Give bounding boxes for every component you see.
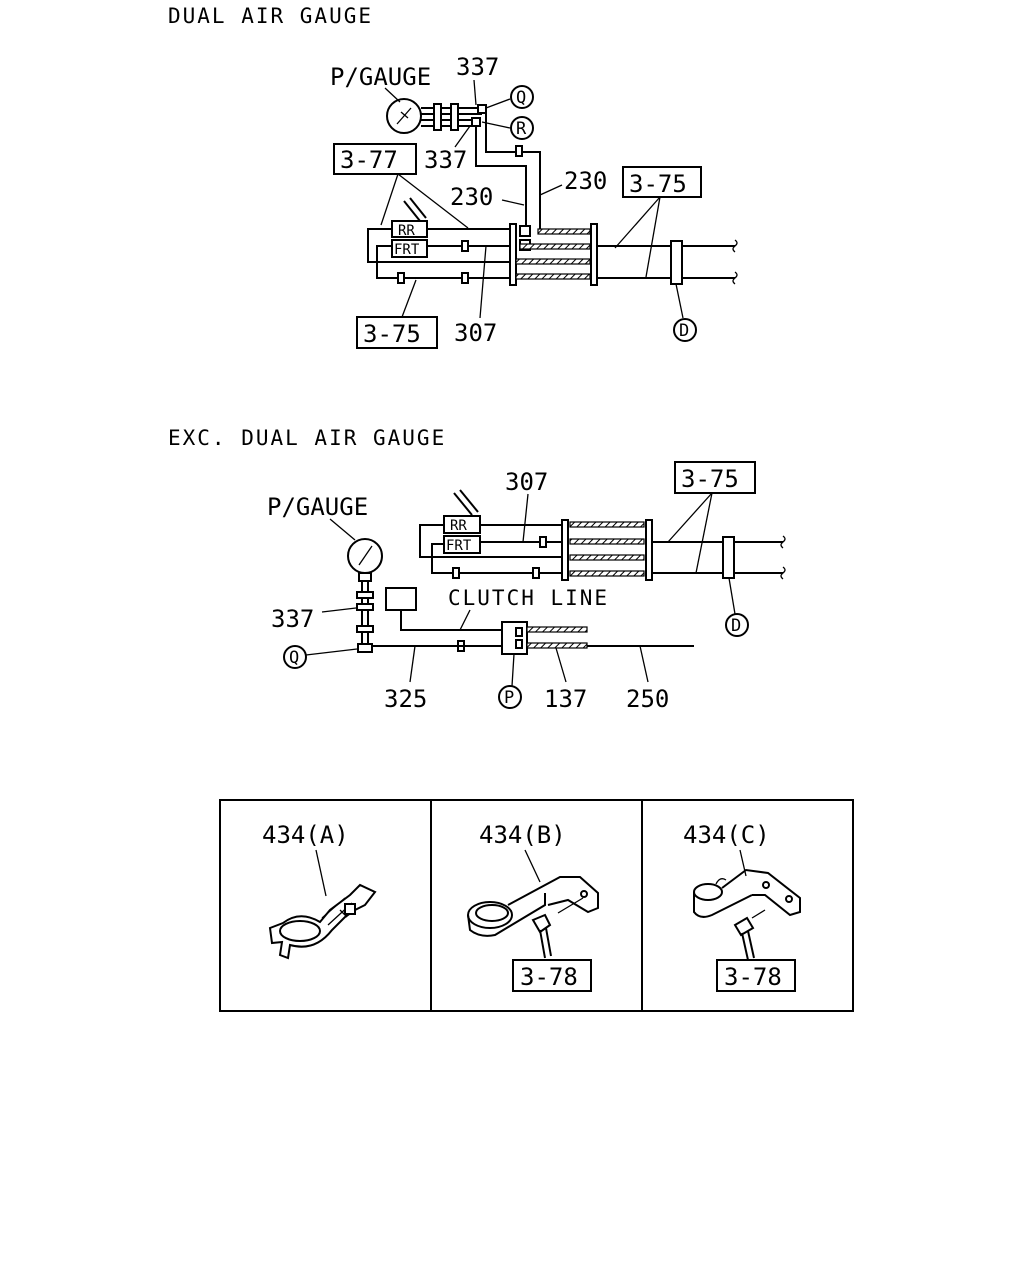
dual-tank-rr: RR — [391, 220, 428, 239]
exc-tank-frt: FRT — [443, 535, 481, 554]
exc-part-137: 137 — [544, 685, 587, 713]
exc-callout-d: D — [725, 613, 749, 637]
svg-text:RR: RR — [398, 223, 415, 239]
exc-tank-rr: RR — [443, 515, 481, 534]
svg-text:D: D — [731, 616, 741, 636]
dual-part-307: 307 — [454, 319, 497, 347]
svg-text:Q: Q — [516, 88, 526, 108]
dual-part-337-mid: 337 — [424, 146, 467, 174]
dual-callout-r: R — [481, 116, 534, 140]
dual-tank-frt: FRT — [391, 239, 428, 258]
clamp-b-ref-3-78: 3-78 — [512, 959, 592, 992]
svg-text:RR: RR — [450, 518, 467, 534]
svg-text:3-78: 3-78 — [520, 963, 578, 991]
svg-text:3-77: 3-77 — [340, 146, 398, 174]
exc-clutch-line-label: CLUTCH LINE — [448, 586, 609, 610]
exc-dual-air-gauge-section: EXC. DUAL AIR GAUGE P/GAUGE 337 Q RR — [168, 426, 786, 713]
clamp-c-ref-3-78: 3-78 — [716, 959, 796, 992]
exc-part-337: 337 — [271, 605, 314, 633]
dual-pressure-gauge — [386, 98, 422, 134]
exc-part-325: 325 — [384, 685, 427, 713]
dual-part-230-b: 230 — [564, 167, 607, 195]
dual-ref-3-75-bottom: 3-75 — [356, 316, 438, 349]
dual-callout-q: Q — [485, 85, 534, 109]
clamp-a-image — [268, 883, 377, 960]
exc-callout-p: P — [498, 653, 522, 709]
dual-part-337-top: 337 — [456, 53, 499, 81]
dual-ref-3-75-top: 3-75 — [622, 166, 702, 198]
clamp-a-label: 434(A) — [262, 821, 349, 849]
clamp-c-image — [693, 868, 801, 961]
dual-callout-d: D — [673, 318, 697, 342]
exc-part-307: 307 — [505, 468, 548, 496]
exc-ref-3-75: 3-75 — [674, 461, 756, 494]
exc-part-250: 250 — [626, 685, 669, 713]
dual-ref-3-77: 3-77 — [333, 143, 417, 175]
exc-p-gauge-label: P/GAUGE — [267, 493, 368, 521]
svg-text:Q: Q — [289, 648, 299, 668]
svg-text:3-75: 3-75 — [629, 170, 687, 198]
dual-part-230-a: 230 — [450, 183, 493, 211]
svg-text:3-78: 3-78 — [724, 963, 782, 991]
svg-text:D: D — [679, 321, 689, 341]
clamp-c-label: 434(C) — [683, 821, 770, 849]
clamp-b-label: 434(B) — [479, 821, 566, 849]
exc-section-title: EXC. DUAL AIR GAUGE — [168, 426, 446, 450]
clamp-table: 434(A) 434(B) 3-78 434(C) — [219, 799, 854, 1012]
dual-air-gauge-section: DUAL AIR GAUGE P/GAUGE 337 337 Q — [168, 4, 738, 349]
exc-pressure-gauge — [347, 538, 383, 653]
svg-text:P: P — [504, 688, 514, 708]
svg-text:3-75: 3-75 — [681, 465, 739, 493]
dual-section-title: DUAL AIR GAUGE — [168, 4, 373, 28]
svg-text:FRT: FRT — [394, 242, 420, 258]
dual-p-gauge-label: P/GAUGE — [330, 63, 431, 91]
clamp-b-image — [467, 876, 599, 959]
svg-text:3-75: 3-75 — [363, 320, 421, 348]
exc-hose-manifold — [561, 519, 653, 581]
dual-hose-manifold — [509, 223, 598, 286]
svg-text:FRT: FRT — [446, 538, 472, 554]
exc-callout-q: Q — [283, 645, 358, 669]
svg-text:R: R — [516, 119, 527, 139]
